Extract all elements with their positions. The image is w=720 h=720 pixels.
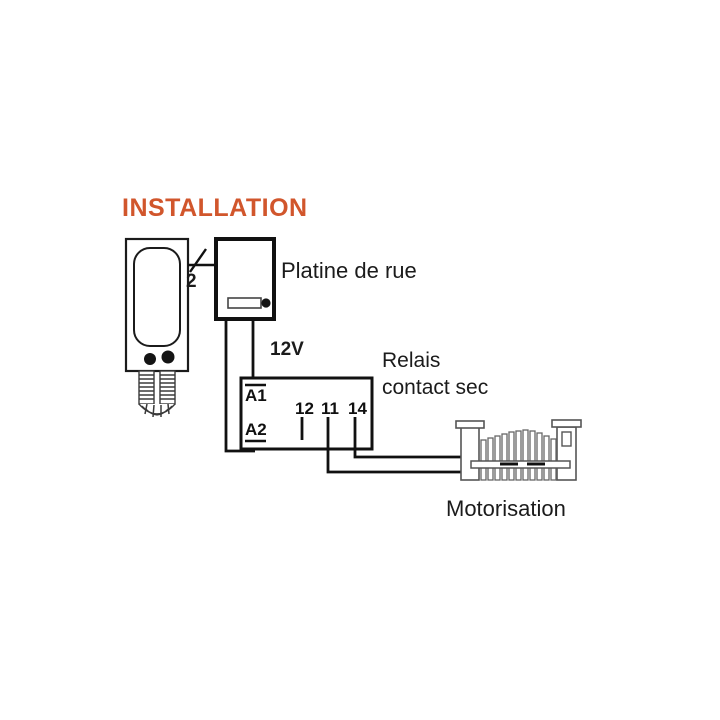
wire-handset-to-door-station bbox=[188, 248, 216, 273]
gate-pillar-left-cap bbox=[455, 420, 485, 429]
door-station-nameplate bbox=[227, 297, 262, 309]
gate-rail bbox=[470, 460, 571, 469]
terminal-label-12: 12 bbox=[295, 399, 314, 418]
handset-cord bbox=[138, 370, 176, 418]
label-relay-line2: contact sec bbox=[382, 376, 489, 399]
label-wire-count: 2 bbox=[186, 271, 197, 292]
label-voltage: 12V bbox=[270, 339, 304, 360]
terminal-label-14: 14 bbox=[348, 399, 367, 418]
wire-terminal-11-to-gate bbox=[326, 449, 462, 474]
gate-motor bbox=[455, 419, 582, 481]
wire-door-station-to-a2 bbox=[224, 319, 255, 453]
label-relay-line1: Relais bbox=[382, 349, 441, 372]
handset-button-left bbox=[144, 353, 156, 365]
terminal-label-a1: A1 bbox=[245, 386, 267, 405]
terminal-label-11: 11 bbox=[321, 399, 339, 418]
terminal-label-a2: A2 bbox=[245, 420, 267, 439]
gate-control-panel bbox=[561, 431, 572, 447]
wire-count-slash bbox=[189, 248, 207, 273]
door-station bbox=[214, 237, 276, 321]
label-relay: Relais contact sec bbox=[382, 347, 488, 401]
wire-terminal-14-to-gate bbox=[353, 449, 462, 459]
gate-pillar-right-cap bbox=[551, 419, 582, 428]
page-title: INSTALLATION bbox=[122, 194, 308, 222]
label-motorisation: Motorisation bbox=[446, 496, 566, 521]
intercom-handset bbox=[124, 237, 190, 418]
label-door-station: Platine de rue bbox=[281, 258, 417, 283]
door-station-call-button bbox=[261, 298, 271, 308]
gate-pillar-left bbox=[460, 426, 480, 481]
handset-button-right bbox=[161, 350, 175, 364]
relay-box bbox=[239, 376, 374, 451]
